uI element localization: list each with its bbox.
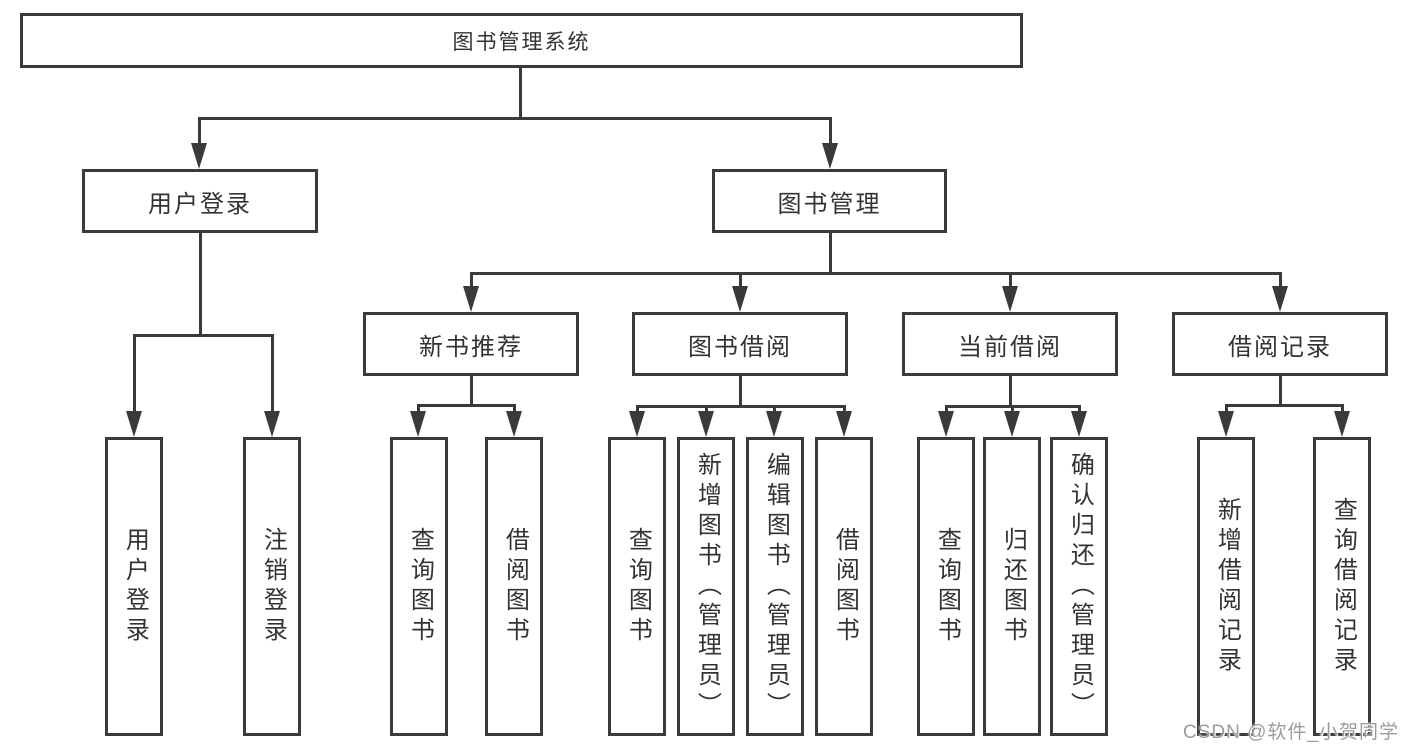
node-current-borrow: 当前借阅: [902, 312, 1118, 376]
arrow-to-new-book-rec-icon: [463, 286, 479, 312]
edge-to-user-login-stem: [198, 117, 201, 147]
leaf-borrow-book: 借阅图书: [815, 437, 873, 736]
node-book-mgmt: 图书管理: [712, 169, 947, 233]
arrow-to-c3-icon: [766, 411, 782, 437]
arrow-to-d1-icon: [938, 411, 954, 437]
arrow-to-e2-icon: [1334, 411, 1350, 437]
edge-to-d3-stem: [1078, 405, 1081, 413]
arrow-to-d3-icon: [1071, 411, 1087, 437]
leaf-confirm-return-admin: 确认归还（管理员）: [1050, 437, 1108, 736]
node-root-system: 图书管理系统: [20, 13, 1023, 68]
node-new-book-rec: 新书推荐: [363, 312, 579, 376]
arrow-to-current-borrow-icon: [1002, 286, 1018, 312]
arrow-to-e1-icon: [1218, 411, 1234, 437]
edge-book-mgmt-drop-line: [829, 233, 832, 274]
leaf-query-book-borrow: 查询图书: [608, 437, 666, 736]
edge-book-mgmt-branch-line: [470, 272, 1282, 275]
edge-book-borrow-branch-line: [636, 405, 846, 408]
edge-new-book-rec-branch-line: [417, 404, 516, 407]
leaf-confirm-return-admin-label: 确认归还（管理员）: [1066, 451, 1094, 722]
edge-to-book-borrow-stem: [739, 272, 742, 288]
node-book-mgmt-label: 图书管理: [777, 190, 882, 218]
edge-to-c3-stem: [773, 405, 776, 413]
arrow-to-book-borrow-icon: [732, 286, 748, 312]
arrow-to-leaf-logout-icon: [264, 411, 280, 437]
leaf-borrow-book-label: 借阅图书: [831, 526, 859, 647]
edge-to-d1-stem: [945, 405, 948, 413]
node-root-label: 图书管理系统: [452, 30, 591, 54]
leaf-return-book: 归还图书: [983, 437, 1041, 736]
arrow-to-c1-icon: [629, 411, 645, 437]
csdn-watermark: CSDN @软件_小贺同学: [1183, 722, 1399, 743]
node-book-borrow-label: 图书借阅: [688, 333, 792, 361]
edge-borrow-record-branch-line: [1225, 404, 1344, 407]
leaf-borrow-book-rec: 借阅图书: [485, 437, 543, 736]
edge-user-login-branch-line: [133, 334, 274, 337]
edge-root-drop-line: [519, 66, 522, 120]
arrow-to-b2-icon: [506, 411, 522, 437]
edge-to-e2-stem: [1341, 404, 1344, 413]
edge-to-c2-stem: [705, 405, 708, 413]
leaf-add-borrow-record-label: 新增借阅记录: [1213, 496, 1241, 677]
edge-book-borrow-drop-line: [739, 376, 742, 407]
edge-to-new-book-rec-stem: [470, 272, 473, 288]
leaf-logout: 注销登录: [243, 437, 301, 736]
edge-current-borrow-drop-line: [1009, 376, 1012, 407]
arrow-to-c2-icon: [698, 411, 714, 437]
edge-new-book-rec-drop-line: [470, 376, 473, 406]
edge-to-borrow-record-stem: [1279, 272, 1282, 288]
edge-to-leaf-logout-stem: [271, 334, 274, 411]
node-borrow-record-label: 借阅记录: [1228, 333, 1332, 361]
edge-to-c4-stem: [843, 405, 846, 413]
node-borrow-record: 借阅记录: [1172, 312, 1388, 376]
leaf-query-book-current-label: 查询图书: [933, 526, 961, 647]
leaf-user-login-label: 用户登录: [121, 526, 149, 647]
leaf-query-borrow-record-label: 查询借阅记录: [1329, 496, 1357, 677]
node-current-borrow-label: 当前借阅: [958, 333, 1062, 361]
edge-to-book-mgmt-stem: [829, 117, 832, 147]
arrow-to-book-mgmt-icon: [822, 143, 838, 169]
edge-to-e1-stem: [1225, 404, 1228, 413]
leaf-query-book-rec-label: 查询图书: [406, 526, 434, 647]
leaf-query-book-rec: 查询图书: [390, 437, 448, 736]
leaf-edit-book-admin-label: 编辑图书（管理员）: [762, 451, 790, 722]
leaf-query-borrow-record: 查询借阅记录: [1313, 437, 1371, 736]
leaf-add-book-admin: 新增图书（管理员）: [677, 437, 735, 736]
leaf-edit-book-admin: 编辑图书（管理员）: [746, 437, 804, 736]
leaf-borrow-book-rec-label: 借阅图书: [501, 526, 529, 647]
leaf-user-login: 用户登录: [105, 437, 163, 736]
leaf-query-book-current: 查询图书: [917, 437, 975, 736]
edge-to-b1-stem: [417, 404, 420, 413]
edge-to-c1-stem: [636, 405, 639, 413]
arrow-to-user-login-icon: [191, 143, 207, 169]
leaf-logout-label: 注销登录: [259, 526, 287, 647]
arrow-to-d2-icon: [1004, 411, 1020, 437]
node-user-login-label: 用户登录: [148, 190, 252, 218]
node-book-borrow: 图书借阅: [632, 312, 848, 376]
edge-to-d2-stem: [1011, 405, 1014, 413]
leaf-query-book-borrow-label: 查询图书: [624, 526, 652, 647]
node-user-login: 用户登录: [82, 169, 318, 233]
edge-to-current-borrow-stem: [1009, 272, 1012, 288]
arrow-to-leaf-user-login-icon: [126, 411, 142, 437]
arrow-to-b1-icon: [410, 411, 426, 437]
edge-borrow-record-drop-line: [1279, 376, 1282, 406]
edge-to-b2-stem: [513, 404, 516, 413]
edge-user-login-drop-line: [199, 233, 202, 336]
arrow-to-borrow-record-icon: [1272, 286, 1288, 312]
node-new-book-rec-label: 新书推荐: [419, 333, 523, 361]
leaf-return-book-label: 归还图书: [999, 526, 1027, 647]
edge-root-branch-line: [198, 117, 832, 120]
arrow-to-c4-icon: [836, 411, 852, 437]
edge-to-leaf-user-login-stem: [133, 334, 136, 411]
leaf-add-book-admin-label: 新增图书（管理员）: [693, 451, 721, 722]
leaf-add-borrow-record: 新增借阅记录: [1197, 437, 1255, 736]
